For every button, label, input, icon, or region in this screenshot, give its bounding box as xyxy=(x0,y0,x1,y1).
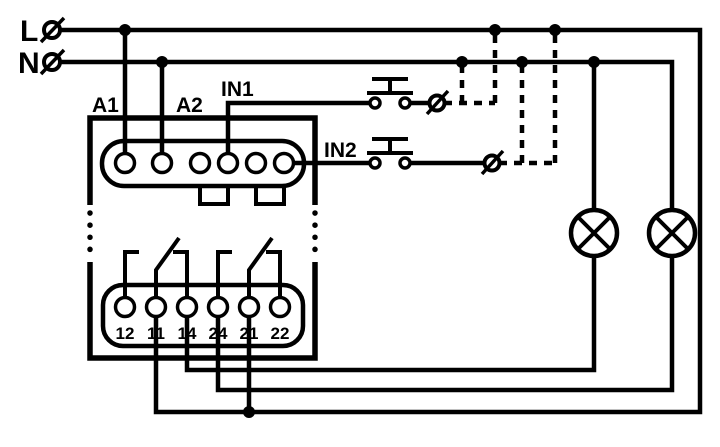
terminal-label-21: 21 xyxy=(240,324,259,343)
n-line-wire xyxy=(60,59,675,210)
output24-lamp2-wire xyxy=(215,256,675,393)
terminal-top-3 xyxy=(188,151,212,175)
terminal-label-12: 12 xyxy=(116,324,135,343)
terminal-a1 xyxy=(113,151,137,175)
terminal-in1 xyxy=(216,151,240,175)
n-label: N xyxy=(18,47,40,80)
output14-lamp1-wire xyxy=(184,256,597,373)
contact-24-stub xyxy=(216,250,232,297)
l-label: L xyxy=(20,15,38,48)
contact-22-stub xyxy=(266,250,282,297)
relay-contacts xyxy=(123,236,282,297)
in2-label: IN2 xyxy=(324,139,357,162)
terminal-22 xyxy=(268,295,292,319)
junction-dot xyxy=(119,24,131,36)
l-line-common-wire xyxy=(60,27,703,415)
internal-link-bracket-2 xyxy=(254,186,286,206)
in1-wire xyxy=(225,100,369,154)
in1-label: IN1 xyxy=(221,78,254,101)
terminal-12 xyxy=(113,295,137,319)
junction-dot xyxy=(156,56,168,68)
terminal-24 xyxy=(206,295,230,319)
l-terminal-icon xyxy=(39,16,66,44)
bottom-terminal-block xyxy=(100,282,306,349)
terminal-a2 xyxy=(150,151,174,175)
contact-12-stub xyxy=(123,250,139,297)
a2-label: A2 xyxy=(176,94,203,117)
junction-dot xyxy=(489,24,501,36)
contact-arm-2 xyxy=(247,236,274,297)
in2-external-terminal-icon xyxy=(480,149,505,176)
bottom-terminal-labels: 12 11 14 24 21 22 xyxy=(116,324,290,343)
a1-label: A1 xyxy=(92,94,119,117)
junction-dot xyxy=(456,56,468,68)
supply-terminals xyxy=(39,16,505,176)
terminal-label-11: 11 xyxy=(147,324,165,343)
terminal-11 xyxy=(144,295,168,319)
wires xyxy=(60,27,703,415)
device-outline xyxy=(87,115,318,361)
terminal-in2 xyxy=(272,151,296,175)
junction-dot xyxy=(243,406,255,418)
n-terminal-icon xyxy=(39,48,66,76)
internal-link-bracket-1 xyxy=(198,186,230,206)
junction-dot xyxy=(588,56,600,68)
device-outline-top xyxy=(87,115,318,205)
device-outline-bottom xyxy=(87,262,318,361)
terminal-label-14: 14 xyxy=(178,324,197,343)
junction-dots xyxy=(119,24,600,418)
junction-dot xyxy=(549,24,561,36)
pushbutton-in1-icon xyxy=(367,77,413,110)
contact-arm-1 xyxy=(154,236,181,297)
pushbutton-in2-icon xyxy=(367,137,413,170)
in1-external-terminal-icon xyxy=(425,89,450,116)
terminal-label-24: 24 xyxy=(209,324,228,343)
alternative-wiring xyxy=(444,30,558,166)
lamp-1-icon xyxy=(568,207,620,259)
terminal-21 xyxy=(237,295,261,319)
contact-14-stub xyxy=(173,250,189,297)
lamp-2-icon xyxy=(646,207,698,259)
terminal-14 xyxy=(175,295,199,319)
junction-dot xyxy=(516,56,528,68)
terminal-top-5 xyxy=(244,151,268,175)
top-terminal-block xyxy=(99,138,307,206)
terminal-label-22: 22 xyxy=(271,324,290,343)
